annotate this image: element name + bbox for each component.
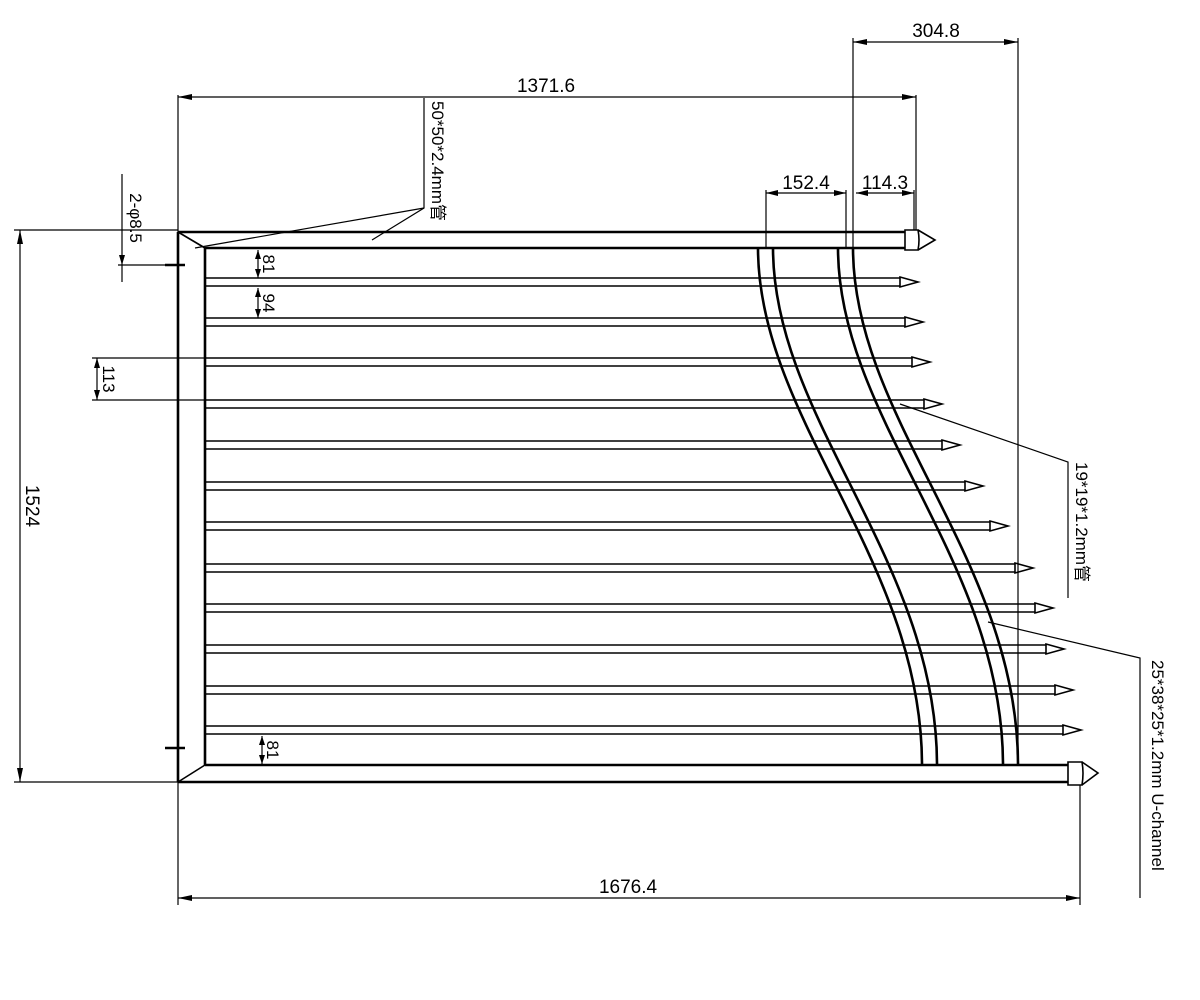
picket	[205, 275, 921, 289]
height-label: 1524	[21, 485, 42, 528]
dim-second-gap: 94	[255, 288, 278, 318]
picket	[205, 315, 926, 329]
rail-spec-callout: 50*50*2.4mm管	[194, 98, 447, 249]
bottom-rail-finial	[1081, 761, 1100, 786]
picket	[205, 642, 1067, 656]
picket-spec-label: 19*19*1.2mm管	[1072, 462, 1091, 582]
u-channel-1-b	[771, 247, 939, 766]
first-gap-label: 81	[259, 255, 278, 274]
bottom-corner-miter	[177, 764, 206, 783]
top-corner-miter	[177, 231, 206, 249]
picket	[205, 601, 1056, 615]
picket	[205, 355, 933, 369]
top-rail-finial	[917, 229, 937, 251]
picket	[205, 519, 1011, 533]
holes-label: 2-φ8.5	[126, 193, 145, 243]
picket	[205, 479, 986, 493]
u-channel-1-a	[756, 247, 924, 766]
top-width-label: 1371.6	[517, 76, 575, 97]
picket	[205, 438, 963, 452]
dim-picket-spacing: 113	[92, 357, 205, 401]
dim-top-width: 1371.6	[177, 76, 917, 232]
picket	[205, 683, 1076, 697]
bottom-gap-label: 81	[263, 741, 282, 760]
holes-callout: 2-φ8.5	[118, 174, 165, 282]
picket	[205, 397, 945, 411]
channel-to-end-label: 114.3	[862, 173, 908, 194]
u-channels	[756, 247, 1020, 766]
dim-channel-to-end: 114.3	[856, 173, 915, 230]
top-rail-cap	[904, 229, 920, 251]
u-channel-2-a	[836, 247, 1005, 766]
dim-height: 1524	[14, 229, 178, 783]
pickets	[205, 275, 1084, 737]
frame	[165, 229, 1100, 786]
picket	[205, 561, 1036, 575]
channel-spec-callout: 25*38*25*1.2mm U-channel	[987, 621, 1167, 898]
picket-spec-callout: 19*19*1.2mm管	[899, 403, 1091, 598]
dim-right-offset: 304.8	[852, 21, 1019, 765]
dim-channel-spacing: 152.4	[765, 173, 847, 248]
picket	[205, 723, 1084, 737]
u-channel-2-b	[851, 247, 1020, 766]
picket-spacing-label: 113	[99, 365, 118, 392]
dim-first-gap: 81	[255, 250, 278, 278]
channel-spacing-label: 152.4	[782, 173, 830, 194]
dim-bottom-gap: 81	[259, 736, 282, 764]
rail-spec-label: 50*50*2.4mm管	[428, 101, 447, 221]
dim-overall-width: 1676.4	[177, 782, 1081, 905]
bottom-rail-cap	[1067, 761, 1084, 786]
second-gap-label: 94	[259, 294, 278, 313]
right-offset-label: 304.8	[912, 21, 960, 42]
overall-width-label: 1676.4	[599, 877, 658, 898]
channel-spec-label: 25*38*25*1.2mm U-channel	[1148, 660, 1167, 871]
